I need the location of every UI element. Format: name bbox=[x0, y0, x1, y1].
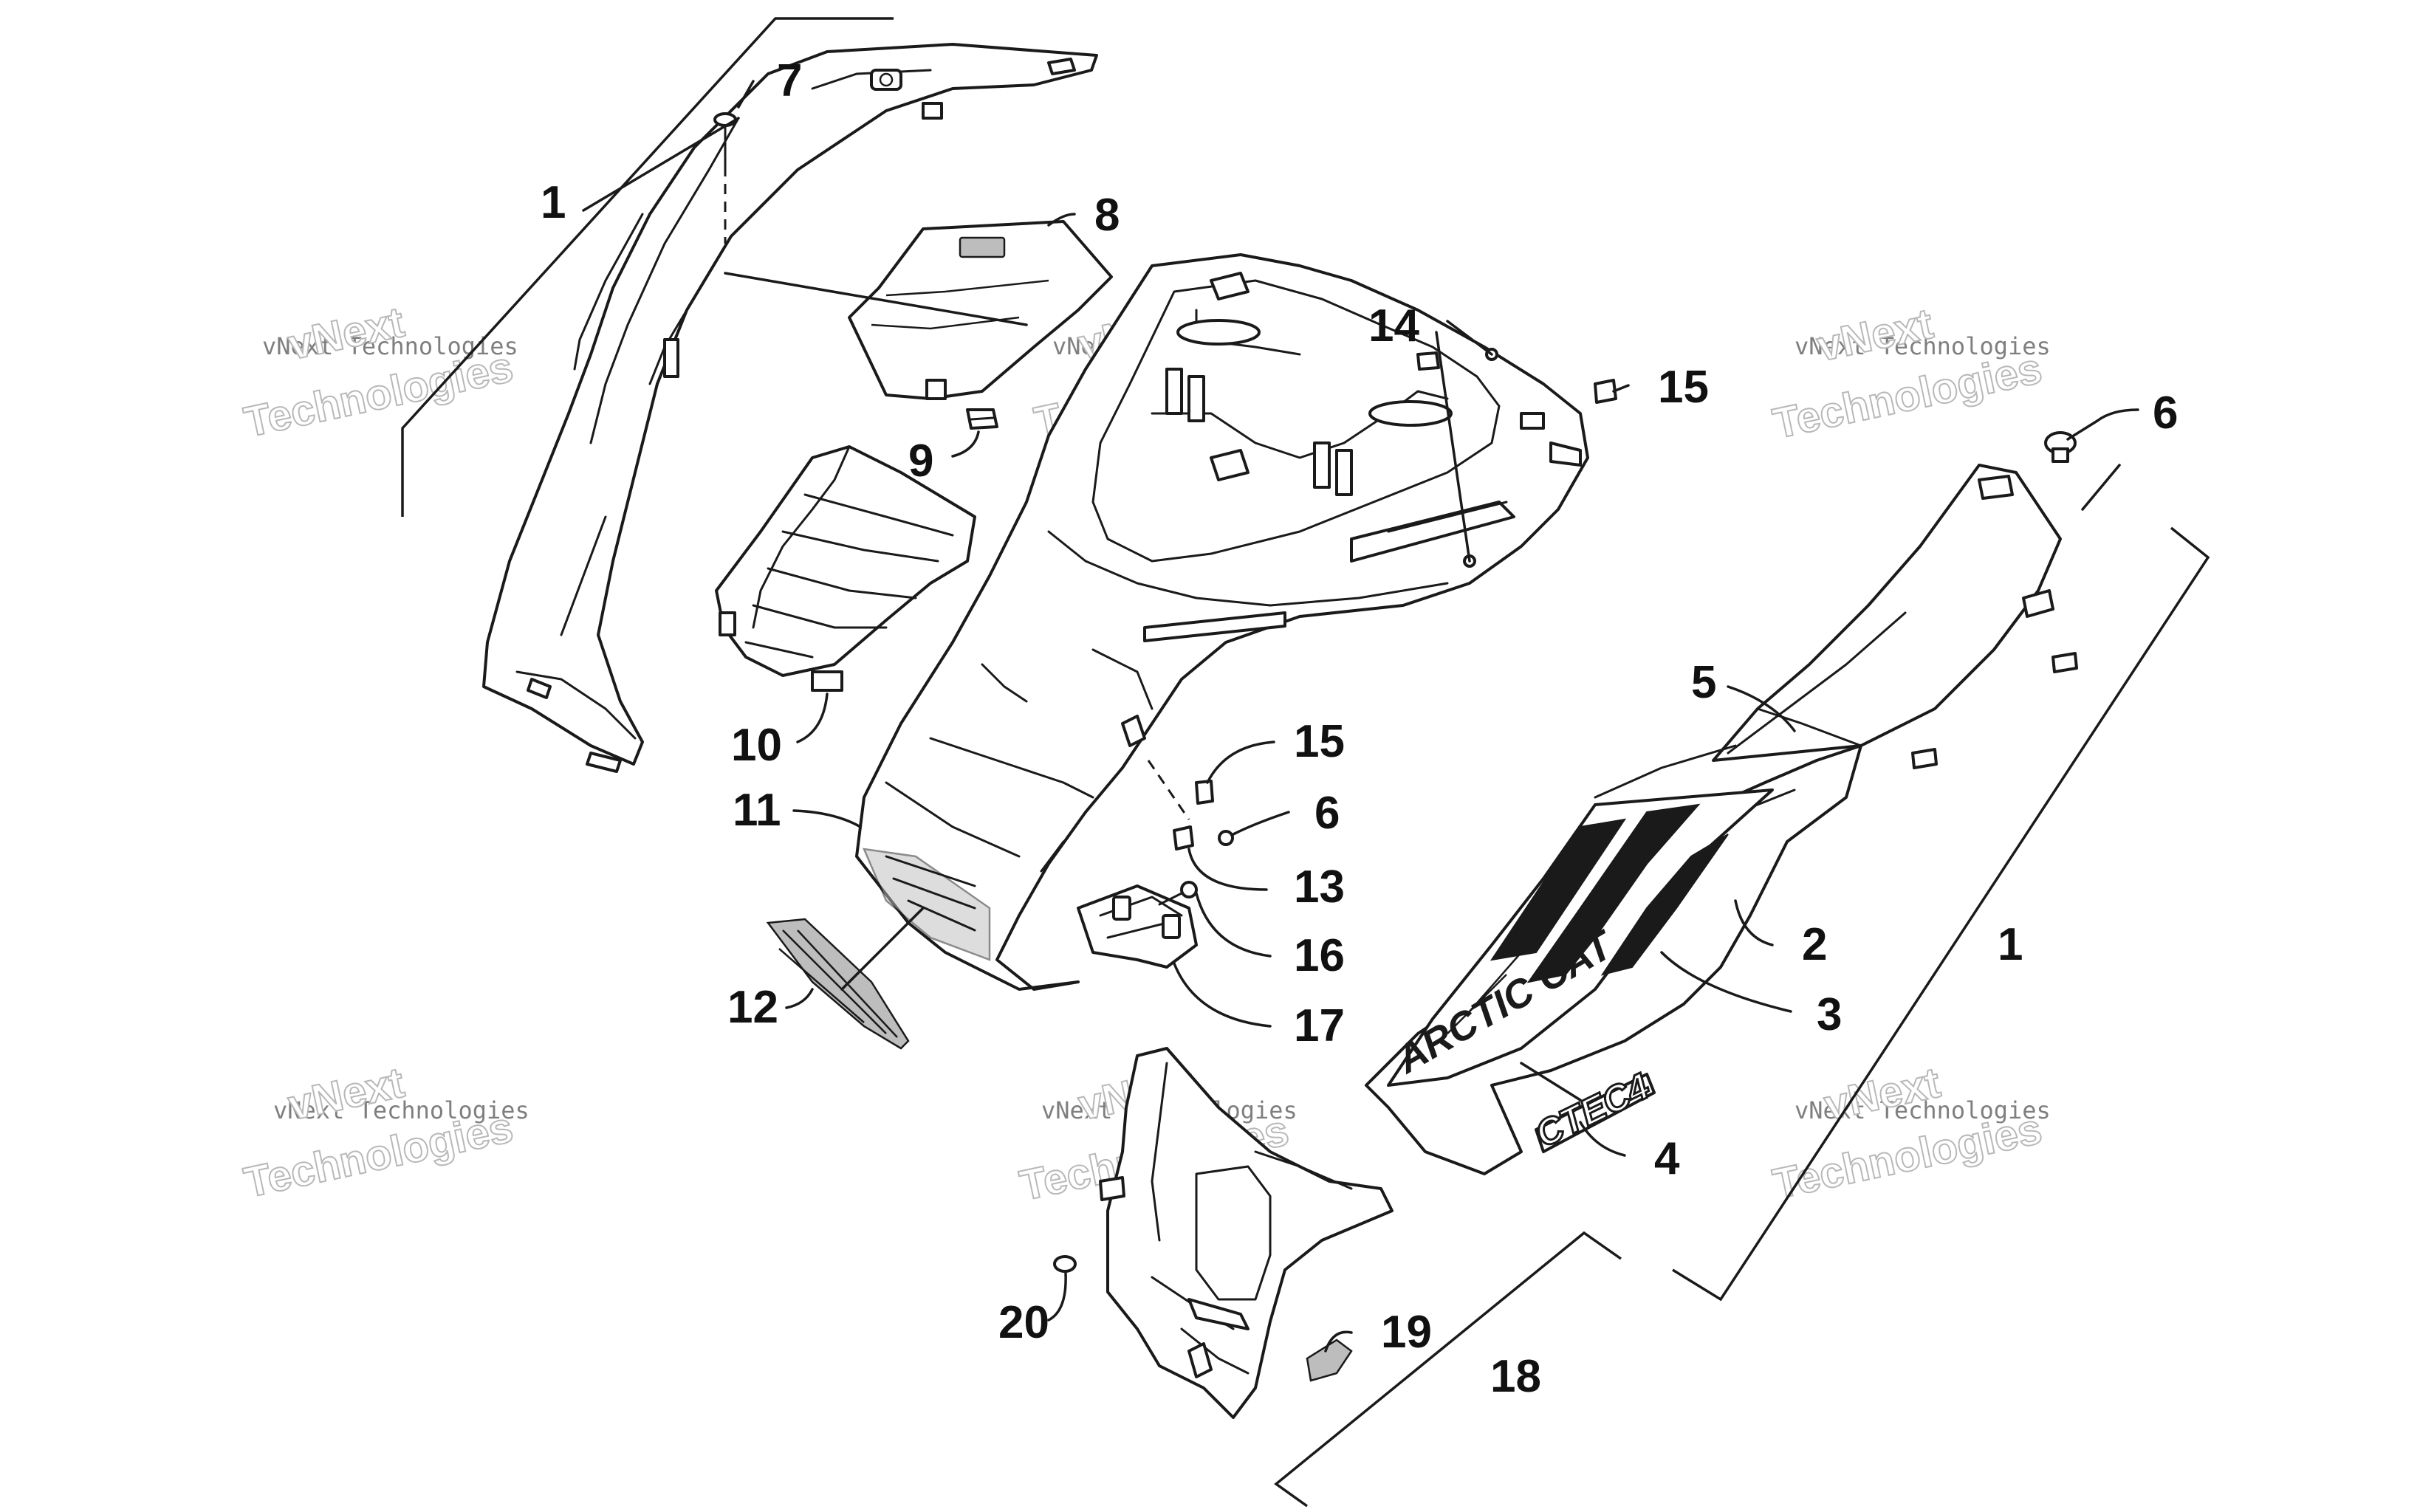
part-13-nut bbox=[1173, 825, 1194, 850]
leader-12b bbox=[840, 907, 925, 991]
part-15-top-clip bbox=[1594, 379, 1617, 404]
callout-17: 17 bbox=[1294, 1000, 1345, 1051]
part-9-clip bbox=[966, 408, 998, 430]
leader-3 bbox=[1660, 951, 1792, 1013]
part-11-hood-nose bbox=[855, 253, 1589, 991]
part-10-vent-duct bbox=[715, 445, 976, 692]
callout-1-left: 1 bbox=[541, 177, 566, 228]
callout-6-mid: 6 bbox=[1314, 788, 1340, 839]
watermark-top-left: vNext Technologies vNext Technologies bbox=[239, 298, 518, 447]
callout-1-right: 1 bbox=[1998, 919, 2023, 970]
callout-15-mid: 15 bbox=[1294, 716, 1345, 767]
callout-9: 9 bbox=[908, 436, 933, 487]
part-18-lower-pan bbox=[1099, 1047, 1394, 1419]
leader-20 bbox=[1047, 1272, 1067, 1322]
callout-4: 4 bbox=[1654, 1133, 1680, 1184]
dash-line-hood bbox=[1147, 760, 1190, 820]
part-19-small-grille bbox=[1306, 1339, 1353, 1382]
leader-14b bbox=[1435, 331, 1471, 563]
callout-16: 16 bbox=[1294, 930, 1345, 981]
callout-14: 14 bbox=[1368, 300, 1419, 351]
watermark-top-right: vNext Technologies vNext Technologies bbox=[1768, 299, 2051, 449]
leader-14a bbox=[1446, 320, 1493, 356]
leader-17 bbox=[1173, 962, 1272, 1028]
watermark-bottom-left: vNext Technologies vNext Technologies bbox=[239, 1058, 529, 1208]
watermark-small-text: vNext Technologies bbox=[1795, 332, 2051, 360]
callout-12: 12 bbox=[727, 982, 778, 1033]
leader-16 bbox=[1195, 892, 1272, 958]
callout-6-top: 6 bbox=[2153, 388, 2178, 439]
leader-13 bbox=[1187, 848, 1268, 891]
callout-7: 7 bbox=[777, 55, 802, 106]
leader-lines bbox=[582, 80, 2139, 1353]
watermark-bottom-right: vNext Technologies vNext Technologies bbox=[1768, 1058, 2050, 1209]
part-17-bracket bbox=[1077, 884, 1198, 969]
callout-19: 19 bbox=[1381, 1307, 1432, 1358]
leader-7 bbox=[737, 80, 755, 109]
leader-8 bbox=[1047, 213, 1076, 227]
callout-5: 5 bbox=[1691, 657, 1716, 708]
leader-2 bbox=[1734, 899, 1774, 946]
callout-11: 11 bbox=[733, 785, 781, 836]
part-16-screw bbox=[1158, 881, 1198, 906]
leader-6-mid bbox=[1232, 811, 1290, 836]
leader-4 bbox=[1579, 1121, 1626, 1157]
callout-3: 3 bbox=[1817, 989, 1842, 1040]
part-8-cover-plate bbox=[848, 220, 1113, 400]
callout-13: 13 bbox=[1294, 862, 1345, 913]
bracket-part-1-right bbox=[1672, 526, 2210, 1302]
callout-20: 20 bbox=[998, 1297, 1049, 1348]
part-3-graphic bbox=[1447, 803, 1729, 1034]
part-12-grille bbox=[766, 918, 910, 1050]
leader-12 bbox=[785, 988, 814, 1009]
bracket-part-1-left bbox=[401, 17, 894, 517]
part-1-left-side-panel bbox=[482, 43, 1098, 773]
watermark-small-text: vNext Technologies bbox=[273, 1096, 529, 1124]
bracket-part-18 bbox=[1274, 1231, 1622, 1508]
callout-10: 10 bbox=[731, 720, 782, 771]
leader-6-top-b bbox=[2081, 464, 2121, 511]
leader-1-left bbox=[582, 117, 740, 212]
leader-9 bbox=[951, 430, 980, 458]
leader-7-dash bbox=[724, 272, 1028, 326]
leader-6-top bbox=[2066, 408, 2139, 441]
leader-11 bbox=[792, 809, 862, 828]
leader-15-top bbox=[1612, 384, 1630, 393]
leader-5 bbox=[1727, 685, 1796, 732]
part-6-mid-rivet bbox=[1218, 830, 1234, 846]
leader-10 bbox=[796, 693, 829, 743]
part-15-mid-clip bbox=[1195, 780, 1214, 805]
part-20-rivet bbox=[1053, 1255, 1077, 1273]
callout-18: 18 bbox=[1490, 1351, 1541, 1402]
callout-2: 2 bbox=[1802, 919, 1827, 970]
leader-15-mid bbox=[1206, 740, 1275, 784]
leader-19 bbox=[1324, 1330, 1353, 1353]
leader-4b bbox=[1520, 1062, 1582, 1102]
callout-8: 8 bbox=[1094, 190, 1120, 241]
callout-15-top: 15 bbox=[1658, 362, 1709, 413]
